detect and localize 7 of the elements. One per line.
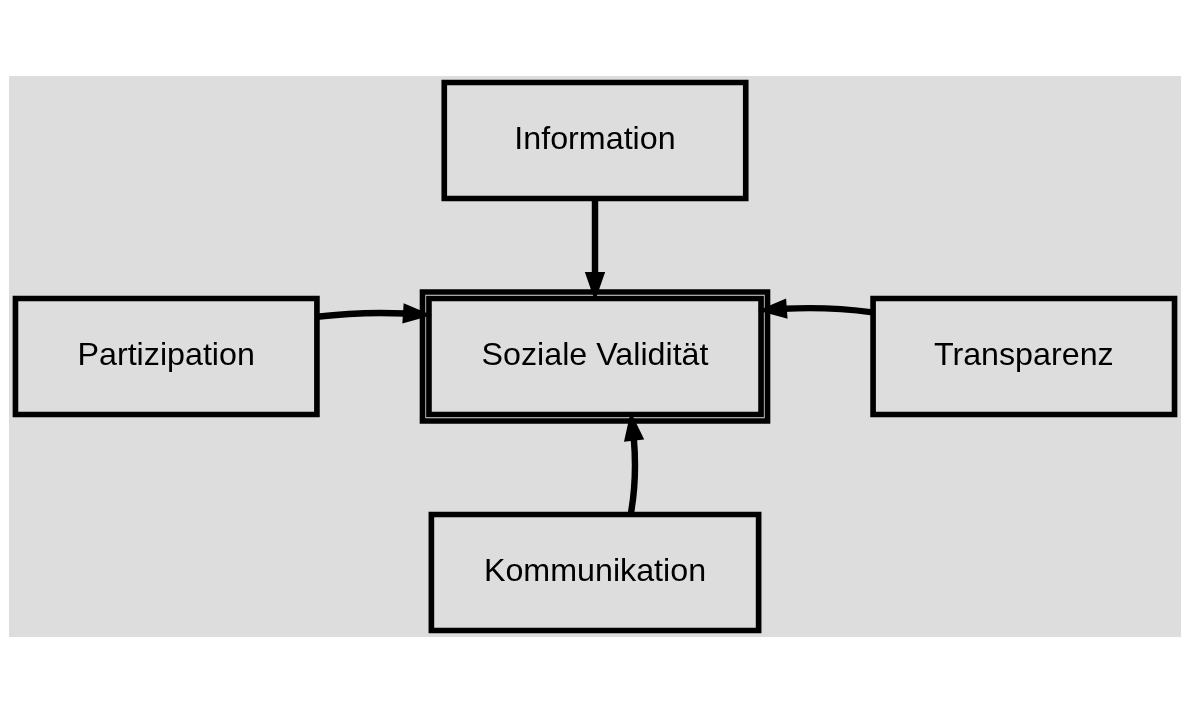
node-box: Soziale Validität [419,289,771,424]
arrow [757,298,874,319]
node-box: Information [441,79,749,202]
node-box: Kommunikation [428,511,762,634]
node-box: Transparenz [870,295,1178,418]
arrow [316,303,433,324]
node-box: Partizipation [12,295,320,418]
